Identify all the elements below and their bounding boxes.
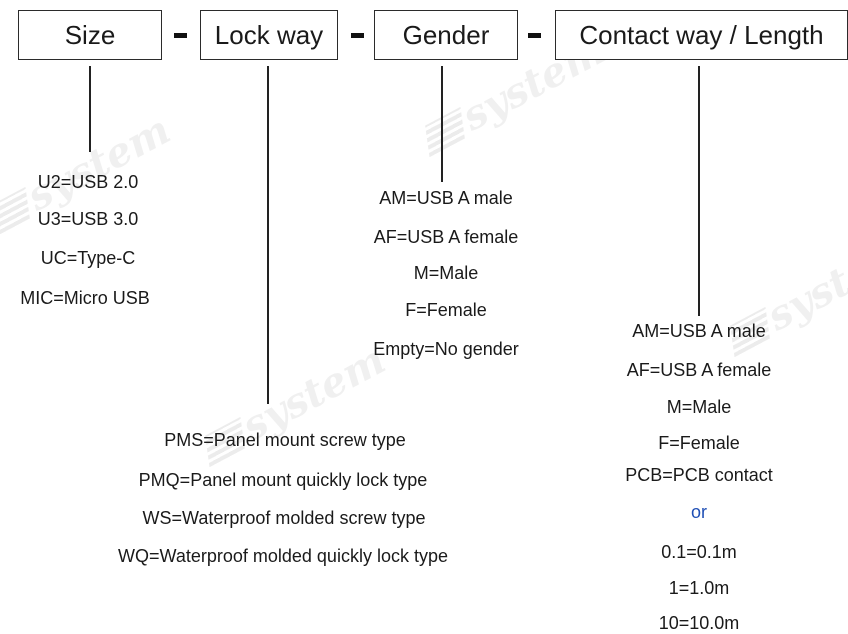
- gender-box: Gender: [374, 10, 518, 60]
- size-connector-line: [89, 66, 91, 152]
- lock-way-connector-line: [267, 66, 269, 404]
- length-option: 10=10.0m: [658, 613, 740, 633]
- contact-option: AF=USB A female: [626, 360, 772, 380]
- size-box: Size: [18, 10, 162, 60]
- separator-dash: [528, 33, 541, 38]
- length-option: 0.1=0.1m: [661, 542, 737, 562]
- lock-way-box: Lock way: [200, 10, 338, 60]
- contact-option: M=Male: [666, 397, 732, 417]
- contact-connector-line: [698, 66, 700, 316]
- gender-option: M=Male: [413, 263, 479, 283]
- gender-connector-line: [441, 66, 443, 182]
- size-option: MIC=Micro USB: [20, 288, 150, 308]
- separator-dash: [174, 33, 187, 38]
- lock-way-option: WS=Waterproof molded screw type: [142, 508, 426, 528]
- lock-way-option: PMQ=Panel mount quickly lock type: [138, 470, 428, 490]
- lock-way-box-label: Lock way: [214, 19, 324, 50]
- gender-option: F=Female: [405, 300, 487, 320]
- gender-option: Empty=No gender: [373, 339, 519, 359]
- size-option: U3=USB 3.0: [37, 209, 139, 229]
- contact-length-box: Contact way / Length: [555, 10, 848, 60]
- size-option: UC=Type-C: [40, 248, 136, 268]
- contact-option: F=Female: [658, 433, 740, 453]
- length-option: 1=1.0m: [668, 578, 730, 598]
- lock-way-option: PMS=Panel mount screw type: [164, 430, 406, 450]
- gender-option: AF=USB A female: [373, 227, 519, 247]
- contact-length-box-label: Contact way / Length: [579, 19, 824, 50]
- contact-option: AM=USB A male: [632, 321, 766, 341]
- lock-way-option: WQ=Waterproof molded quickly lock type: [118, 546, 448, 566]
- size-option: U2=USB 2.0: [37, 172, 139, 192]
- or-label: or: [690, 502, 708, 522]
- watermark-text: system: [19, 106, 178, 221]
- gender-option: AM=USB A male: [379, 188, 513, 208]
- watermark-text: system: [759, 226, 848, 341]
- contact-option: PCB=PCB contact: [625, 465, 773, 485]
- size-box-label: Size: [64, 19, 116, 50]
- gender-box-label: Gender: [402, 19, 490, 50]
- separator-dash: [351, 33, 364, 38]
